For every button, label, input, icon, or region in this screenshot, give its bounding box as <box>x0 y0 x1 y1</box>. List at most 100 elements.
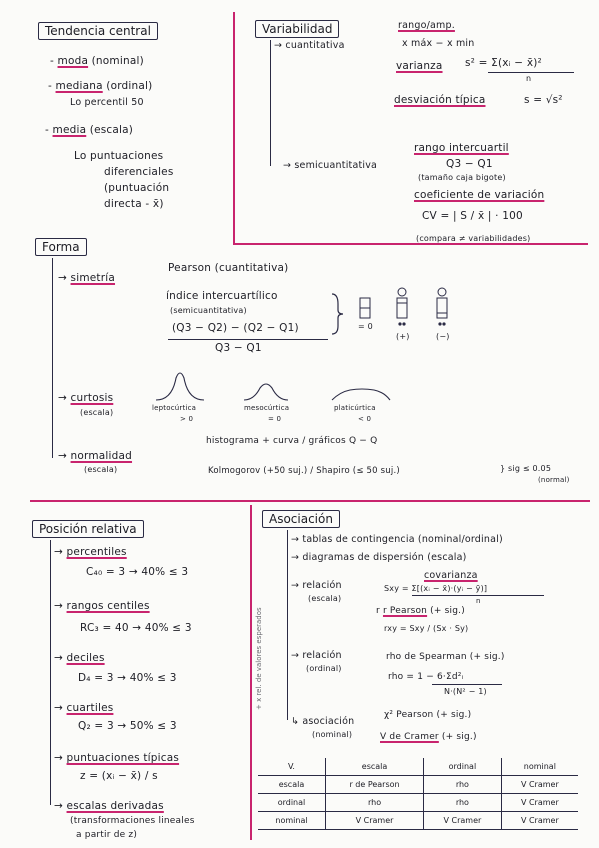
plus-circle-icon-2 <box>437 287 447 297</box>
kolmogorov-label: Kolmogorov (+50 suj.) / Shapiro (≤ 50 su… <box>208 466 400 476</box>
puntuaciones-line2: diferenciales <box>104 166 174 178</box>
coef-note: (compara ≠ variabilidades) <box>416 234 531 243</box>
sig-note: (normal) <box>538 476 570 484</box>
percentil-note: Lo percentil 50 <box>70 97 144 108</box>
rho-denominator: N·(N² − 1) <box>444 687 487 696</box>
indice-numerator: (Q3 − Q2) − (Q2 − Q1) <box>172 322 299 334</box>
forma-title: Forma <box>35 238 87 256</box>
varianza-formula: s² = Σ(xᵢ − x̄)² <box>465 57 542 69</box>
indice-fraction-bar <box>168 339 328 340</box>
table-cell: rho <box>423 793 502 812</box>
leptokurtic-curve-icon <box>155 372 205 401</box>
posicion-branch <box>50 540 52 805</box>
tablas-label: → tablas de contingencia (nominal/ordina… <box>291 534 503 545</box>
negative-skew-label: (−) <box>436 332 450 341</box>
mediana-item: - mediana (ordinal) <box>48 80 153 92</box>
table-cell: nominal <box>258 811 326 830</box>
divider-top-horizontal <box>233 243 588 245</box>
mesocurtica-value: = 0 <box>268 415 282 423</box>
indice-note: (semicuantitativa) <box>170 306 247 315</box>
variabilidad-branch <box>270 40 272 166</box>
puntuaciones-line1: Lo puntuaciones <box>74 150 164 162</box>
cramer-label: V de Cramer (+ sig.) <box>380 732 477 742</box>
asociacion-branch <box>287 530 289 720</box>
table-cell: r de Pearson <box>324 775 424 794</box>
divider-bottom-vertical <box>250 505 252 840</box>
rango-amp-formula: x máx − x min <box>402 38 475 49</box>
deciles-example: D₄ = 3 → 40% ≤ 3 <box>78 672 177 684</box>
table-cell: V Cramer <box>423 811 502 830</box>
boxplot-icons <box>331 287 448 335</box>
table-header-cell: ordinal <box>423 758 502 776</box>
indice-denominator: Q3 − Q1 <box>215 342 262 354</box>
leptocurtica-value: > 0 <box>180 415 194 423</box>
leptocurtica-label: leptocúrtica <box>152 404 197 412</box>
normalidad-note: (escala) <box>84 465 118 474</box>
covarianza-label: covarianza <box>424 570 478 581</box>
divider-middle-horizontal <box>30 500 590 502</box>
relacion-ordinal-note: (ordinal) <box>306 664 342 673</box>
rangos-label: → rangos centiles <box>54 600 150 612</box>
r-pearson-label: r r Pearson (+ sig.) <box>376 606 465 616</box>
table-cell: V Cramer <box>324 811 424 830</box>
divider-top-vertical <box>233 12 235 244</box>
puntuaciones-line4: directa - x̄) <box>104 198 164 210</box>
cuartiles-example: Q₂ = 3 → 50% ≤ 3 <box>78 720 177 732</box>
normalidad-label: → normalidad <box>58 450 133 462</box>
table-header-cell: V. <box>258 758 326 776</box>
derivadas-note-2: a partir de z) <box>76 830 138 840</box>
brace-icon <box>331 293 344 335</box>
r-pearson-formula: rxy = Sxy / (Sx · Sy) <box>384 624 469 633</box>
tipicas-label: → puntuaciones típicas <box>54 752 180 764</box>
table-cell: rho <box>423 775 502 794</box>
curtosis-curves <box>155 372 391 401</box>
plus-circle-icon <box>397 287 407 297</box>
positive-skew-label: (+) <box>396 332 410 341</box>
covarianza-fraction-bar <box>412 595 544 596</box>
rangos-example: RC₃ = 40 → 40% ≤ 3 <box>80 622 192 634</box>
moda-item: - moda (nominal) <box>50 55 144 67</box>
relacion-ordinal-label: → relación <box>291 650 342 661</box>
platykurtic-curve-icon <box>331 388 391 401</box>
rango-amp-label: rango/amp. <box>398 20 455 31</box>
coef-label: coeficiente de variación <box>414 189 545 201</box>
deciles-label: → deciles <box>54 652 105 664</box>
derivadas-note-1: (transformaciones lineales <box>70 816 195 826</box>
derivadas-label: → escalas derivadas <box>54 800 164 812</box>
mesokurtic-curve-icon <box>243 383 289 401</box>
mesocurtica-label: mesocúrtica <box>244 404 290 412</box>
varianza-denominator: n <box>526 74 532 83</box>
table-header-cell: escala <box>324 758 424 776</box>
table-cell: ordinal <box>258 793 326 812</box>
table-cell: escala <box>258 775 326 794</box>
desviacion-label: desviación típica <box>394 94 486 106</box>
asociacion-nominal-label: ↳ asociación <box>291 716 355 727</box>
rho-spearman-label: rho de Spearman (+ sig.) <box>386 652 505 662</box>
chi-pearson-label: χ² Pearson (+ sig.) <box>384 710 472 720</box>
boxplot-negative-icon <box>436 297 448 319</box>
coef-formula: CV = | S / x̄ | · 100 <box>422 210 523 222</box>
sig-label: } sig ≤ 0.05 <box>500 464 552 473</box>
cuantitativa-label: → cuantitativa <box>274 40 345 51</box>
symmetric-label: = 0 <box>358 322 373 331</box>
covarianza-formula: Sxy = Σ[(xᵢ − x̄)·(yᵢ − ȳ)] <box>384 584 488 593</box>
percentiles-example: C₄₀ = 3 → 40% ≤ 3 <box>86 566 189 578</box>
asociacion-title: Asociación <box>262 510 340 528</box>
vertical-note: + x rel. de valores esperados <box>255 607 263 710</box>
diagramas-label: → diagramas de dispersión (escala) <box>291 552 467 563</box>
platicurtica-value: < 0 <box>358 415 372 423</box>
rango-inter-note: (tamaño caja bigote) <box>418 173 506 182</box>
relacion-escala-label: → relación <box>291 580 342 591</box>
curtosis-note: (escala) <box>80 408 114 417</box>
media-item: - media (escala) <box>45 124 134 136</box>
variabilidad-title: Variabilidad <box>255 20 340 38</box>
pearson-label: Pearson (cuantitativa) <box>168 262 289 274</box>
asociacion-nominal-note: (nominal) <box>312 730 353 739</box>
cuartiles-label: → cuartiles <box>54 702 114 714</box>
forma-branch <box>52 258 54 458</box>
